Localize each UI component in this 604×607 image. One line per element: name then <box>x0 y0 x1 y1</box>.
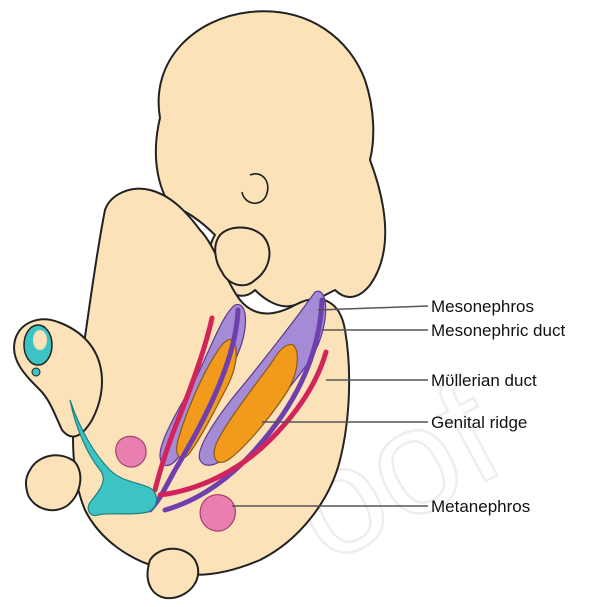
label-mesonephros: Mesonephros <box>431 297 534 316</box>
label-genital-ridge: Genital ridge <box>431 413 527 432</box>
label-mesonephric-duct: Mesonephric duct <box>431 321 565 340</box>
label-mullerian-duct: Mϋllerian duct <box>431 371 537 390</box>
label-metanephros: Metanephros <box>431 497 530 516</box>
